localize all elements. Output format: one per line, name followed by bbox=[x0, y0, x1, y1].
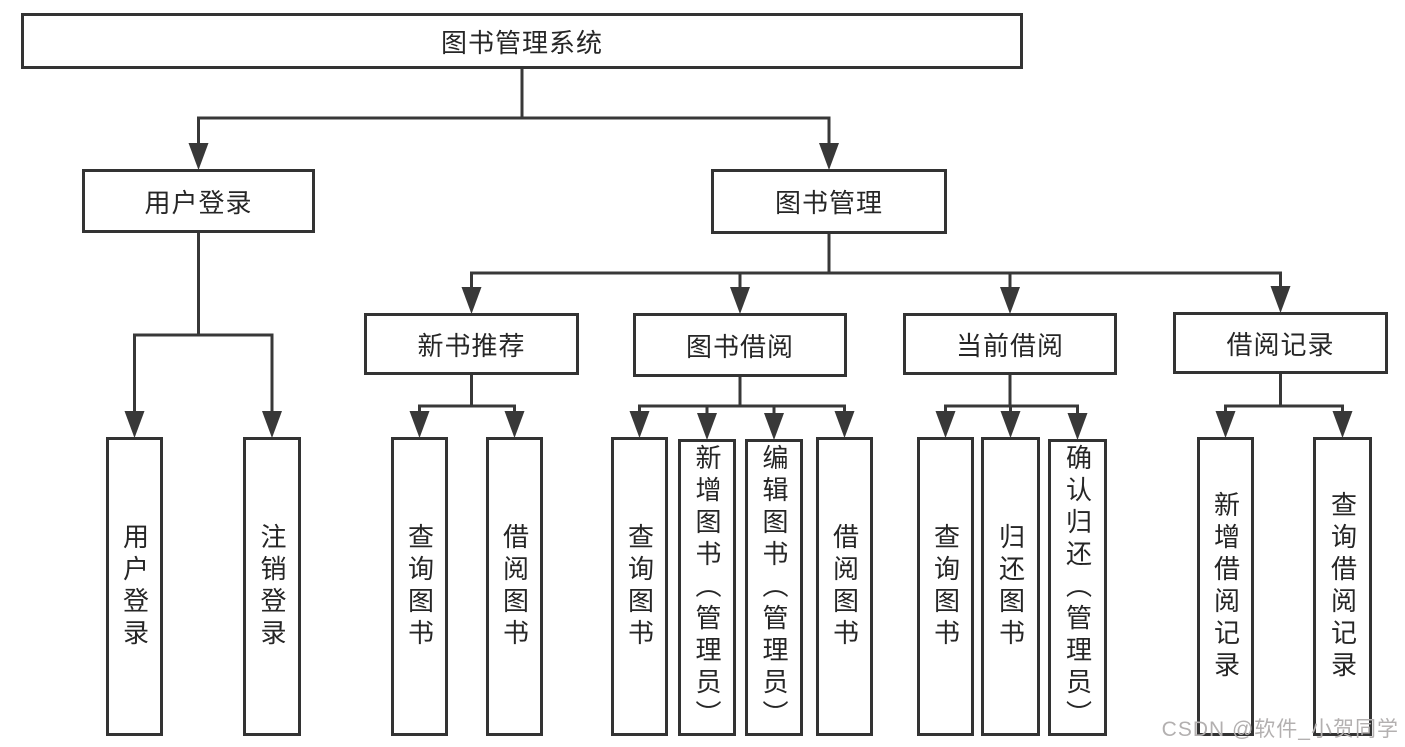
diagram-node-root: 图书管理系统 bbox=[21, 13, 1023, 69]
arrowhead-icon bbox=[764, 413, 784, 440]
arrowhead-icon bbox=[461, 287, 482, 314]
arrowhead-icon bbox=[819, 143, 839, 170]
arrowhead-icon bbox=[188, 143, 209, 170]
arrowhead-icon bbox=[1067, 413, 1088, 440]
diagram-node-leaf-query-book-3: 查询图书 bbox=[917, 437, 974, 736]
watermark: CSDN @软件_小贺同学 bbox=[1161, 718, 1399, 741]
diagram-node-leaf-add-book: 新增图书（管理员） bbox=[678, 439, 736, 736]
diagram-node-leaf-logout: 注销登录 bbox=[243, 437, 301, 736]
diagram-node-leaf-query-borrow-record: 查询借阅记录 bbox=[1313, 437, 1372, 736]
arrowhead-icon bbox=[124, 411, 145, 438]
arrowhead-icon bbox=[1000, 411, 1021, 438]
diagram-node-leaf-query-book-1: 查询图书 bbox=[391, 437, 448, 736]
arrowhead-icon bbox=[1332, 411, 1353, 438]
arrowhead-icon bbox=[1270, 286, 1291, 313]
diagram-node-new-book-rec: 新书推荐 bbox=[364, 313, 579, 375]
diagram-node-leaf-borrow-book-1: 借阅图书 bbox=[486, 437, 543, 736]
arrowhead-icon bbox=[262, 411, 282, 438]
arrowhead-icon bbox=[1000, 287, 1020, 314]
arrowhead-icon bbox=[504, 411, 525, 438]
arrowhead-icon bbox=[629, 411, 650, 438]
diagram-node-leaf-borrow-book-2: 借阅图书 bbox=[816, 437, 873, 736]
arrowhead-icon bbox=[1215, 411, 1236, 438]
diagram-node-leaf-query-book-2: 查询图书 bbox=[611, 437, 668, 736]
diagram-node-leaf-return-book: 归还图书 bbox=[981, 437, 1040, 736]
arrowhead-icon bbox=[409, 411, 430, 438]
arrowhead-icon bbox=[730, 287, 750, 314]
diagram-node-current-borrow: 当前借阅 bbox=[903, 313, 1117, 375]
diagram-node-leaf-confirm-return: 确认归还（管理员） bbox=[1048, 439, 1107, 736]
arrowhead-icon bbox=[834, 411, 855, 438]
diagram-node-book-borrow: 图书借阅 bbox=[633, 313, 847, 377]
diagram-node-user-login: 用户登录 bbox=[82, 169, 315, 233]
diagram-node-leaf-edit-book: 编辑图书（管理员） bbox=[745, 439, 803, 736]
diagram-node-leaf-add-borrow-record: 新增借阅记录 bbox=[1197, 437, 1254, 736]
diagram-node-book-mgmt: 图书管理 bbox=[711, 169, 947, 234]
diagram-node-leaf-user-login: 用户登录 bbox=[106, 437, 163, 736]
arrowhead-icon bbox=[697, 413, 717, 440]
arrowhead-icon bbox=[935, 411, 956, 438]
diagram-node-borrow-records: 借阅记录 bbox=[1173, 312, 1388, 374]
